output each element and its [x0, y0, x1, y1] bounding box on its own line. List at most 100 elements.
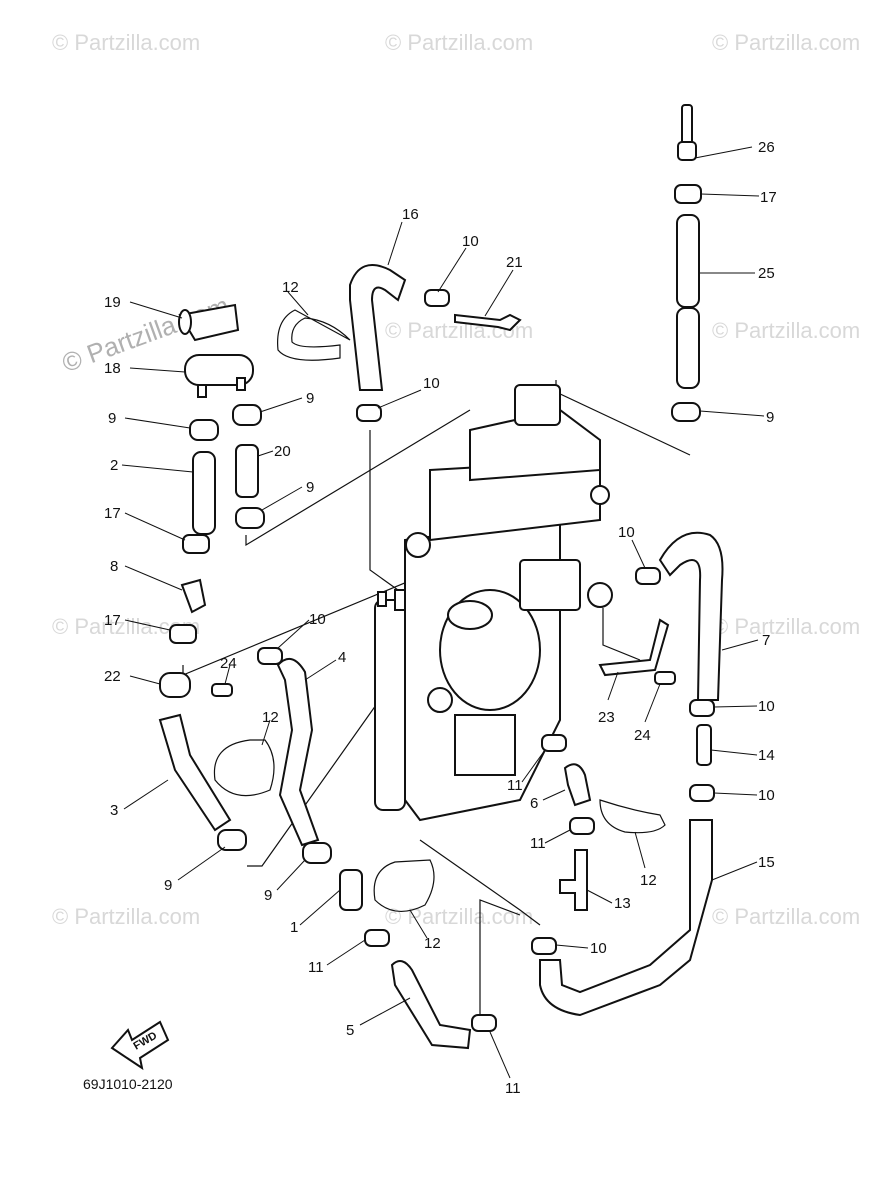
hose-20 [235, 444, 259, 498]
vapor-separator-parts [178, 303, 254, 398]
nipple [394, 589, 406, 611]
bolt-24 [211, 683, 233, 697]
watermark: © Partzilla.com [52, 30, 201, 55]
leader-lines [121, 146, 765, 1079]
callout-12: 12 [282, 279, 299, 296]
callout-10: 10 [758, 698, 775, 715]
diagram-code: 69J1010-2120 [83, 1076, 173, 1092]
watermark: © Partzilla.com [712, 30, 861, 55]
callout-12: 12 [262, 709, 279, 726]
fitting-26 [681, 104, 693, 146]
callout-10: 10 [590, 940, 607, 957]
engine-block [374, 384, 613, 822]
nipple [377, 591, 387, 607]
callout-18: 18 [104, 360, 121, 377]
clamp-17 [169, 624, 197, 644]
callout-11: 11 [530, 835, 546, 852]
watermark: © Partzilla.com [52, 904, 201, 929]
callout-10: 10 [618, 524, 635, 541]
callout-21: 21 [506, 254, 523, 271]
hose-16 [349, 264, 407, 391]
clamp-17 [182, 534, 210, 554]
watermark: © Partzilla.com [385, 30, 534, 55]
callout-17: 17 [104, 612, 121, 629]
sensor-unit [514, 384, 561, 426]
watermark: © Partzilla.com [712, 904, 861, 929]
hose-25-upper [676, 214, 700, 308]
watermark: © Partzilla.com [712, 318, 861, 343]
callout-11: 11 [308, 959, 324, 976]
callout-10: 10 [423, 375, 440, 392]
callout-13: 13 [614, 895, 631, 912]
filter-1 [339, 869, 363, 911]
mount-boss [405, 532, 431, 558]
mount-boss [590, 485, 610, 505]
hoses [158, 214, 724, 1050]
watermark: © Partzilla.com [385, 904, 534, 929]
hose-7 [658, 531, 724, 701]
callout-23: 23 [598, 709, 615, 726]
mount-boss [427, 687, 453, 713]
callout-9: 9 [306, 479, 314, 496]
callout-10: 10 [758, 787, 775, 804]
bolt-24 [654, 671, 676, 685]
callout-17: 17 [104, 505, 121, 522]
callout-4: 4 [338, 649, 346, 666]
hose-5 [390, 960, 472, 1050]
fuel-filter-body [374, 599, 406, 811]
clamp [217, 829, 247, 851]
callout-11: 11 [505, 1080, 521, 1097]
clamp [232, 404, 262, 426]
callout-26: 26 [758, 139, 775, 156]
mount-boss [587, 582, 613, 608]
callout-3: 3 [110, 802, 118, 819]
throttle-body [519, 559, 581, 611]
clamps-9 [189, 402, 701, 864]
callout-9: 9 [264, 887, 272, 904]
hose-3 [158, 713, 232, 832]
callout-25: 25 [758, 265, 775, 282]
clamp [235, 507, 265, 529]
callout-8: 8 [110, 558, 118, 575]
joint-13 [559, 849, 588, 911]
callout-19: 19 [104, 294, 121, 311]
callout-22: 22 [104, 668, 121, 685]
bands-12 [213, 309, 666, 912]
watermark: © Partzilla.com [712, 614, 861, 639]
hose-4 [276, 657, 320, 847]
callout-11: 11 [507, 777, 523, 794]
callout-1: 1 [290, 919, 298, 936]
clamp [189, 419, 219, 441]
hose-15 [539, 819, 713, 1017]
clamp [671, 402, 701, 422]
hose-2 [192, 451, 216, 535]
callout-9: 9 [766, 409, 774, 426]
callout-24: 24 [634, 727, 651, 744]
callout-5: 5 [346, 1022, 354, 1039]
callout-9: 9 [108, 410, 116, 427]
callout-9: 9 [306, 390, 314, 407]
pump-connector [454, 714, 516, 776]
clamp-22 [159, 672, 191, 698]
pipe-21 [454, 313, 522, 332]
joint-8 [180, 578, 207, 614]
hose-25-lower [676, 307, 700, 389]
callout-17: 17 [760, 189, 777, 206]
part-19-cap [178, 303, 240, 342]
callout-6: 6 [530, 795, 538, 812]
fittings [159, 104, 712, 911]
callout-24: 24 [220, 655, 237, 672]
hose-6 [563, 763, 592, 807]
callout-15: 15 [758, 854, 775, 871]
fuel-pump-cap [447, 600, 493, 630]
callout-12: 12 [640, 872, 657, 889]
callout-10: 10 [462, 233, 479, 250]
bracket-23 [598, 618, 670, 677]
callout-labels: 1 2 3 4 5 6 7 8 9 9 9 9 9 9 10 10 10 10 … [104, 139, 777, 1097]
callout-7: 7 [762, 632, 770, 649]
callout-9: 9 [164, 877, 172, 894]
callout-14: 14 [758, 747, 775, 764]
callout-2: 2 [110, 457, 118, 474]
callout-16: 16 [402, 206, 419, 223]
callout-12: 12 [424, 935, 441, 952]
